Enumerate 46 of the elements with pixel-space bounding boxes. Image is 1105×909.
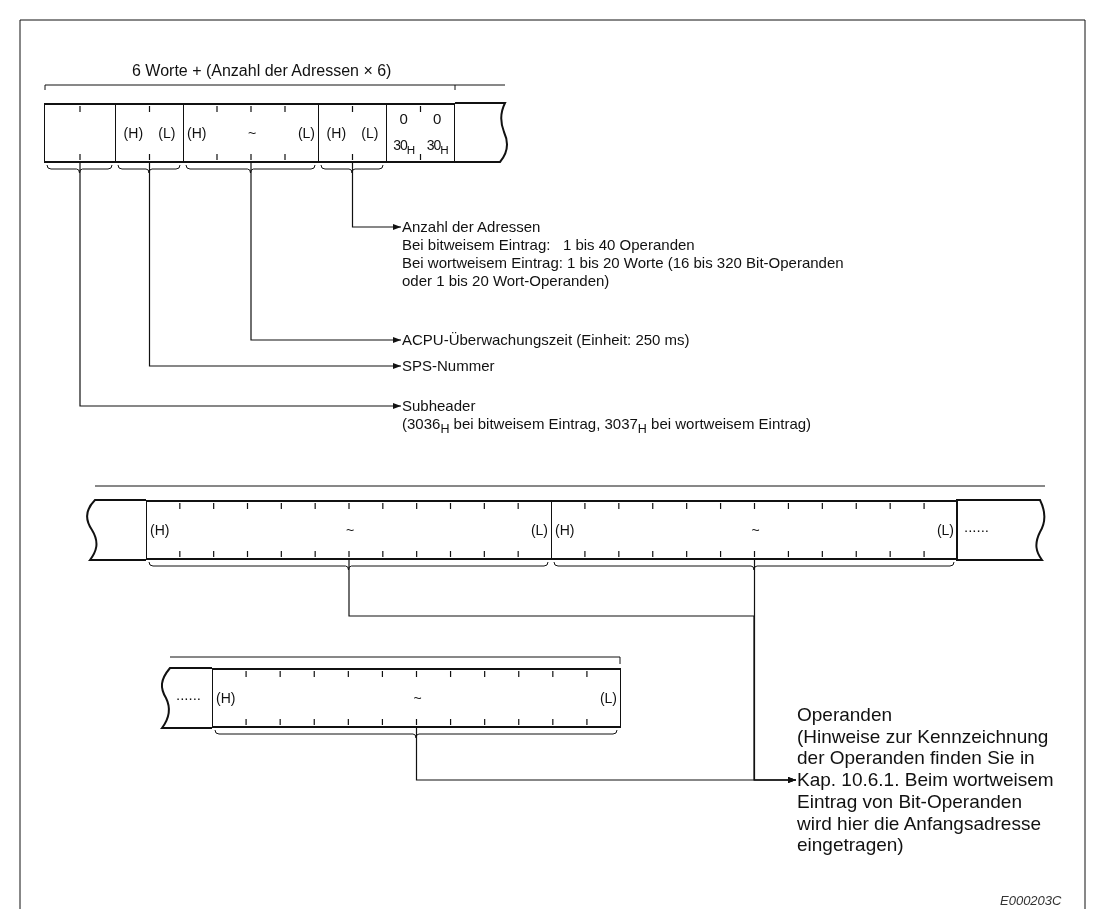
byte-label: (H) [187, 125, 207, 141]
byte-label: (L) [158, 125, 176, 141]
leader-arrow [351, 162, 402, 230]
data-field [551, 500, 958, 560]
byte-label: (H) [555, 522, 575, 538]
empty-field [44, 103, 116, 163]
byte-label: ~ [346, 522, 355, 538]
leader-arrow [415, 727, 797, 783]
byte-value: 0 [433, 110, 442, 128]
byte-label: ~ [413, 690, 422, 706]
leader-arrow [79, 162, 402, 409]
data-field [386, 103, 455, 163]
data-field [183, 103, 319, 163]
description-text: (Hinweise zur Kennzeichnung der Operanden finden Sie in Kap. 10.6.1. Beim wortweisem Eintrag von Bit-Operanden wird hier die Anfangsadresse eingetragen) [797, 725, 1055, 856]
byte-label: (L) [530, 522, 548, 538]
data-field [115, 103, 184, 163]
figure-code: E000203C [1000, 893, 1062, 908]
data-field [146, 500, 552, 560]
byte-label: ~ [751, 522, 760, 538]
dimension-label: 6 Worte + (Anzahl der Adressen × 6) [132, 62, 392, 80]
byte-label: ~ [248, 125, 257, 141]
byte-value: 0 [399, 110, 408, 128]
data-field [212, 668, 621, 728]
data-field [318, 103, 387, 163]
byte-label: (L) [361, 125, 379, 141]
byte-label: (L) [297, 125, 315, 141]
description-text: Bei wortweisem Eintrag: 1 bis 20 Worte (16 bis 320 Bit-Operanden oder 1 bis 20 Wort-Operanden) [402, 254, 845, 290]
description-heading: SPS-Nummer [402, 357, 496, 375]
byte-label: (H) [326, 125, 347, 141]
description-heading: Operanden [797, 704, 894, 726]
description-heading: Anzahl der Adressen [402, 218, 542, 236]
description-heading: Subheader [402, 397, 477, 415]
byte-value: 30$_{H}$ [426, 137, 448, 156]
description-text: (3036$_{H}$ bei bitweisem Eintrag, 3037$_{H}$ bei wortweisem Eintrag) [402, 415, 813, 438]
byte-label: (H) [123, 125, 144, 141]
byte-value: 30$_{H}$ [393, 137, 415, 156]
description-text: Bei bitweisem Eintrag: 1 bis 40 Operanden [402, 236, 696, 254]
byte-label: (H) [150, 522, 170, 538]
byte-label: (L) [936, 522, 954, 538]
description-heading: ACPU-Überwachungszeit (Einheit: 250 ms) [402, 331, 691, 349]
ellipsis: ...... [964, 518, 989, 535]
byte-label: (L) [599, 690, 617, 706]
leader-arrow [250, 162, 402, 343]
leader-arrow [148, 162, 402, 369]
byte-label: (H) [216, 690, 236, 706]
ellipsis: ...... [176, 686, 201, 703]
